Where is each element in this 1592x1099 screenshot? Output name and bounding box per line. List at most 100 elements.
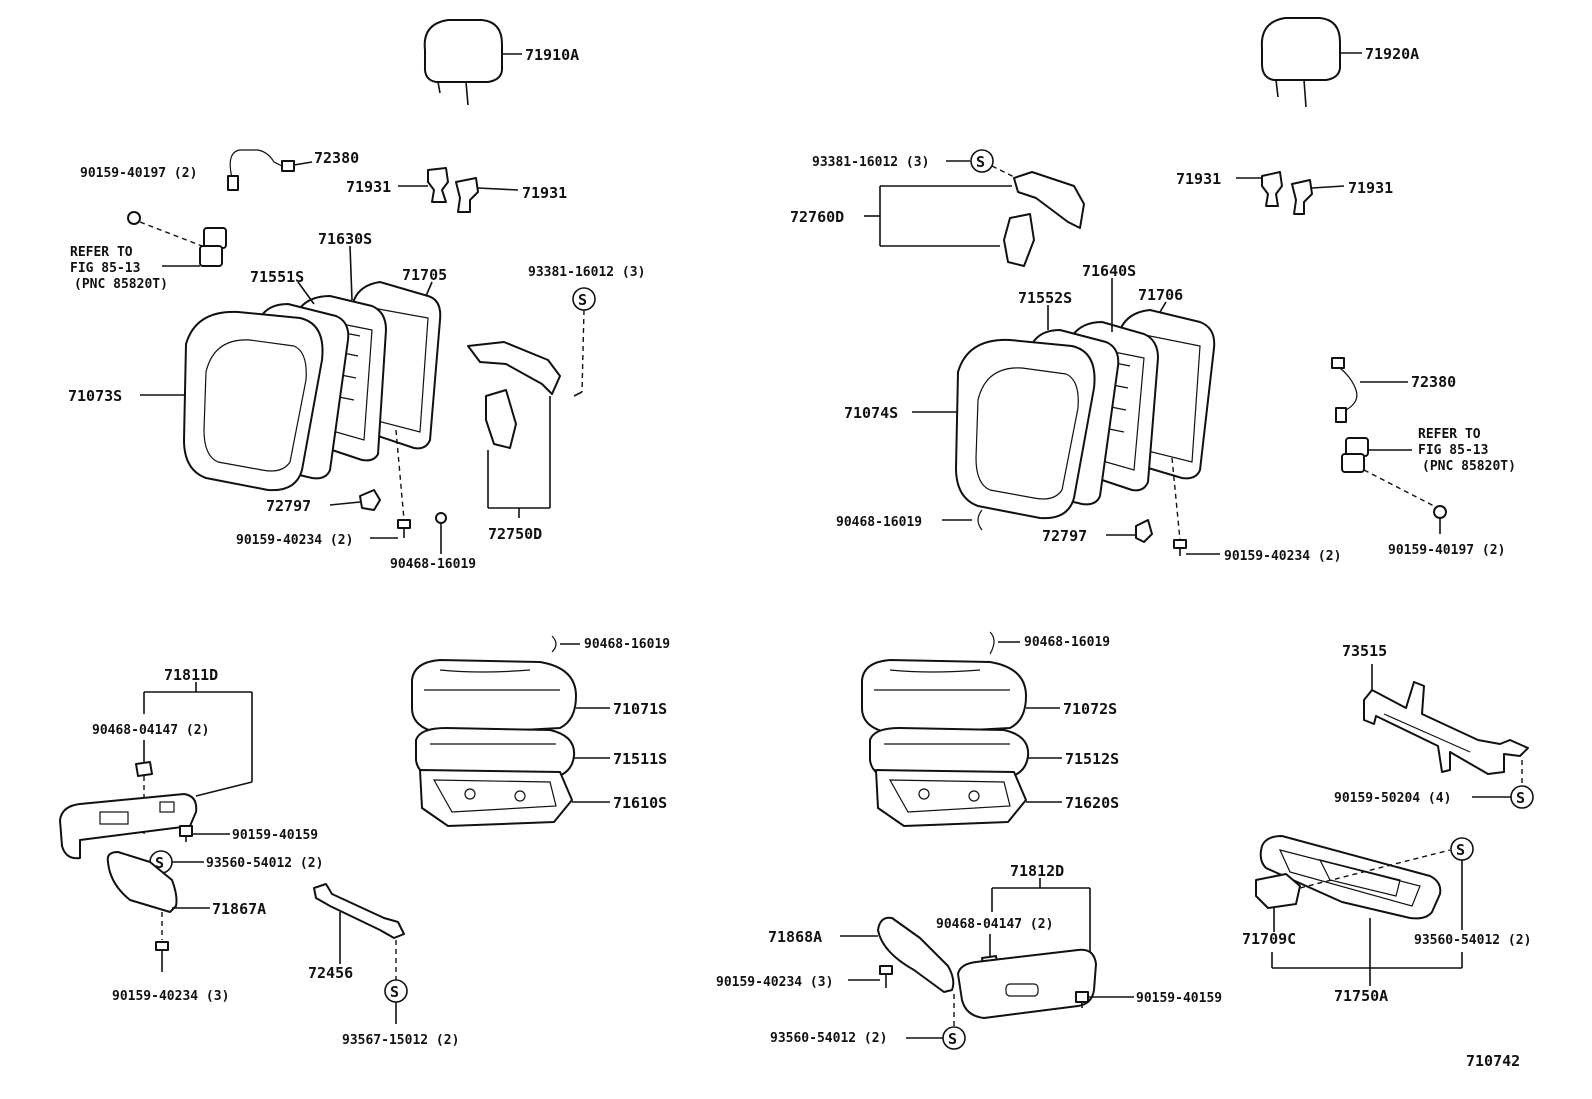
bolt-90159-40197-right [1433,505,1447,534]
label-90159-40234-cover-right: 90159-40234 (3) [716,975,833,990]
label-71812D: 71812D [1010,862,1064,880]
label-90468-04147-right: 90468-04147 (2) [936,917,1053,932]
clip-90468-16019-right [942,509,983,531]
screw-symbol-93567: S [384,979,408,1003]
refer-text-right-1: REFER TO [1418,427,1481,442]
sensor-wire-72380-left [227,149,313,191]
tray-71750A [1259,835,1442,920]
label-71610S: 71610S [613,794,667,812]
label-71868A: 71868A [768,928,822,946]
label-71074S: 71074S [844,404,898,422]
label-71750A: 71750A [1334,987,1388,1005]
label-71920A: 71920A [1365,45,1419,63]
seatback-cover-71074S-right [955,338,1096,520]
clip-72797-right [1106,519,1153,543]
refer-text-left-3: (PNC 85820T) [74,277,168,292]
label-71071S: 71071S [613,700,667,718]
label-71931-left-b: 71931 [522,184,567,202]
clip-90468-16019-cushion-right [989,631,1020,655]
label-90159-40234-left: 90159-40234 (2) [236,533,353,548]
label-71512S: 71512S [1065,750,1119,768]
cushion-cover-71072S [861,659,1027,735]
label-71073S: 71073S [68,387,122,405]
label-90159-40197-left: 90159-40197 (2) [80,166,197,181]
label-93381-16012-right: 93381-16012 (3) [812,155,929,170]
clip-72797-left [329,489,381,511]
label-93560-54012-tray: 93560-54012 (2) [1414,933,1531,948]
svg-text:S: S [976,153,985,171]
bracket-71750A-callout [1271,918,1463,986]
label-72380-left: 72380 [314,149,359,167]
side-cover-71812D-right [957,948,1097,1019]
label-71811D: 71811D [164,666,218,684]
switch-85820T-right [1341,437,1412,473]
screw-symbol-90159-50204: S [1510,785,1534,809]
bracket-71811D-callout [143,682,253,797]
label-72380-right: 72380 [1411,373,1456,391]
cushion-frame-71610S [419,769,573,827]
svg-text:S: S [1456,841,1465,859]
bolt-90159-40159-right [1075,991,1134,1008]
figure-number: 710742 [1466,1052,1520,1070]
label-90468-04147-left: 90468-04147 (2) [92,723,209,738]
label-93381-16012-left: 93381-16012 (3) [528,265,645,280]
label-72750D: 72750D [488,525,542,543]
bolt-90159-40234-left [370,519,411,539]
bolt-90159-40234-right [1173,539,1220,556]
recliner-72750D-left [467,341,561,518]
headrest-left [423,19,522,106]
bracket-72456 [313,883,405,964]
refer-text-left-1: REFER TO [70,245,133,260]
side-cover-71867A [106,851,210,913]
headrest-right [1260,17,1362,108]
label-71552S-right: 71552S [1018,289,1072,307]
label-72456: 72456 [308,964,353,982]
svg-text:S: S [1516,789,1525,807]
svg-text:S: S [390,983,399,1001]
svg-text:S: S [948,1030,957,1048]
label-71931-right-a: 71931 [1176,170,1221,188]
label-72797-right: 72797 [1042,527,1087,545]
label-71620S: 71620S [1065,794,1119,812]
label-71706-right: 71706 [1138,286,1183,304]
label-90159-40159-left: 90159-40159 [232,828,318,843]
refer-text-right-2: FIG 85-13 [1418,443,1488,458]
label-90468-16019-cushion-left: 90468-16019 [584,637,670,652]
bracket-73515 [1363,664,1529,775]
recliner-72760D-right [864,171,1085,267]
sensor-wire-72380-right [1331,357,1408,423]
label-71630S-left: 71630S [318,230,372,248]
side-cover-71811D-left [59,793,198,860]
label-73515: 73515 [1342,642,1387,660]
label-71910A: 71910A [525,46,579,64]
refer-text-left-2: FIG 85-13 [70,261,140,276]
screw-symbol-93381-left: S [572,287,596,311]
label-71072S: 71072S [1063,700,1117,718]
label-90468-16019-right: 90468-16019 [836,515,922,530]
seatback-cover-71073S-left [183,310,324,492]
label-72797-left: 72797 [266,497,311,515]
cushion-cover-71071S [411,659,577,735]
svg-text:S: S [155,854,164,872]
side-cover-71868A [840,916,955,993]
clip-90468-16019-left [435,512,447,554]
label-71931-left-a: 71931 [346,178,391,196]
label-90159-40197-right: 90159-40197 (2) [1388,543,1505,558]
bolt-90159-40197-left [127,211,203,247]
label-71931-right-b: 71931 [1348,179,1393,197]
label-71640S-right: 71640S [1082,262,1136,280]
label-93560-54012-right: 93560-54012 (2) [770,1031,887,1046]
label-71551S-left: 71551S [250,268,304,286]
bolt-90159-40159-left [179,825,230,842]
screw-symbol-93560-tray: S [1450,837,1474,861]
label-71867A: 71867A [212,900,266,918]
refer-text-right-3: (PNC 85820T) [1422,459,1516,474]
label-90159-40234-cover-left: 90159-40234 (3) [112,989,229,1004]
bolt-90159-40234-cover-right [848,965,893,988]
label-72760D: 72760D [790,208,844,226]
bolt-90159-40234-cover-left [155,912,169,972]
label-90159-40159-right: 90159-40159 [1136,991,1222,1006]
label-90159-40234-right: 90159-40234 (2) [1224,549,1341,564]
clip-90468-16019-cushion-left [551,635,580,653]
